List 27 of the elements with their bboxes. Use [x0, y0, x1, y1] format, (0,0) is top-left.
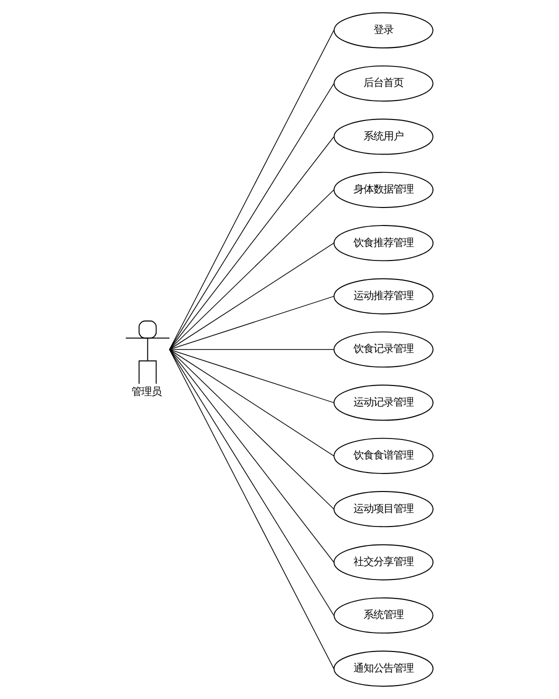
connector — [169, 349, 334, 510]
node-ellipse: 后台首页 — [334, 65, 434, 102]
connector — [169, 242, 334, 350]
node-ellipse: 社交分享管理 — [334, 544, 434, 580]
connector — [169, 349, 334, 670]
connector — [169, 349, 334, 616]
connector — [169, 349, 334, 456]
connector — [169, 349, 334, 563]
node-ellipse: 身体数据管理 — [334, 172, 434, 208]
node-ellipse: 系统管理 — [334, 597, 434, 634]
node-ellipse: 饮食推荐管理 — [334, 225, 434, 262]
node-ellipse: 饮食食谱管理 — [334, 438, 434, 474]
connector — [169, 83, 334, 350]
connector — [169, 136, 334, 350]
node-ellipse: 饮食记录管理 — [334, 331, 434, 368]
node-label: 管理员 — [132, 386, 162, 398]
node-ellipse: 通知公告管理 — [334, 650, 434, 687]
connector — [169, 30, 334, 350]
connector — [169, 190, 334, 350]
node-ellipse: 登录 — [334, 12, 434, 48]
connector — [169, 349, 334, 404]
node-ellipse: 运动记录管理 — [334, 384, 434, 421]
node-ellipse: 运动推荐管理 — [334, 278, 434, 314]
connector — [169, 296, 334, 350]
connector — [169, 349, 334, 350]
node-ellipse: 运动项目管理 — [334, 491, 434, 528]
node-ellipse: 系统用户 — [334, 118, 434, 155]
